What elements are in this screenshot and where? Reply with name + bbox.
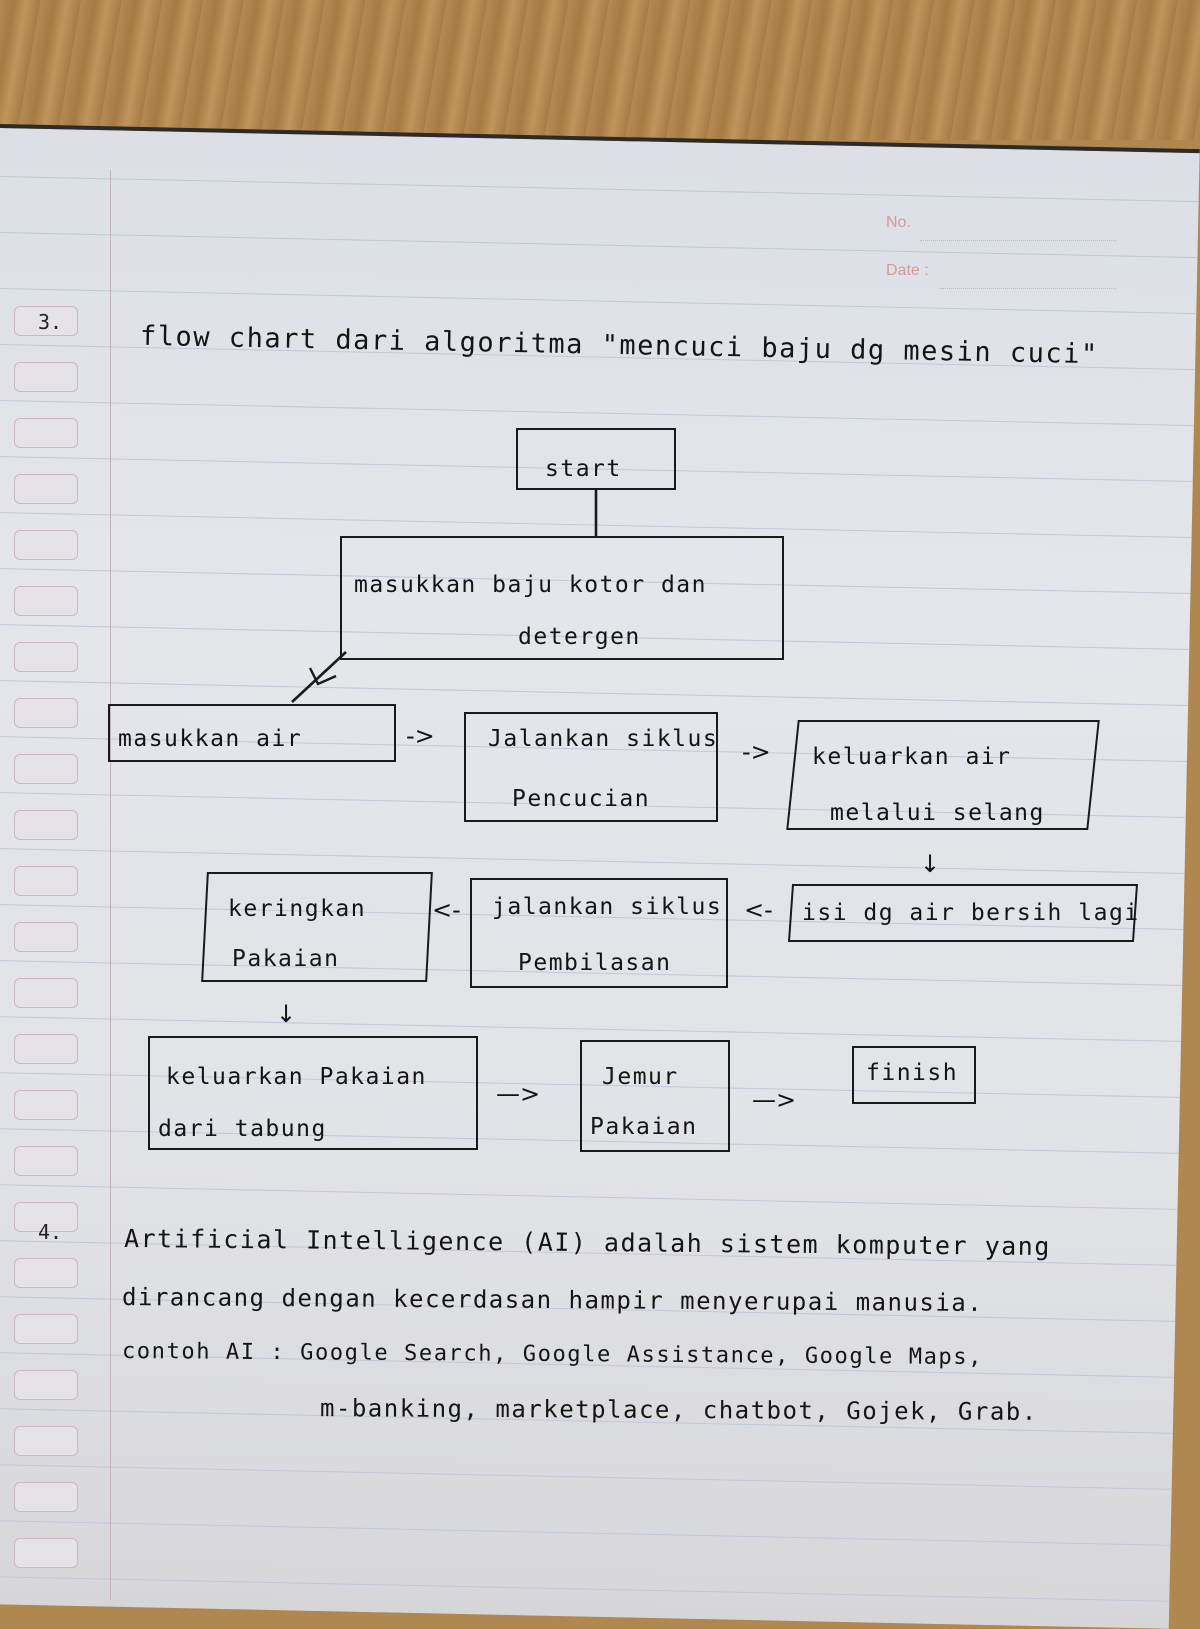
rinse-cycle-line1: jalankan siklus	[492, 894, 723, 920]
no-line	[920, 240, 1116, 241]
question-4-number: 4.	[38, 1220, 63, 1244]
start-box	[516, 428, 676, 490]
question-4-line-2: dirancang dengan kecerdasan hampir menye…	[121, 1282, 984, 1318]
dry-clothes-line1: keringkan	[228, 896, 367, 922]
no-label: No.	[886, 214, 911, 231]
arrow-long-right-2: —>	[752, 1086, 797, 1114]
insert-water-label: masukkan air	[118, 726, 303, 752]
remove-clothes-line2: dari tabung	[158, 1116, 327, 1142]
refill-water-label: isi dg air bersih lagi	[802, 900, 1140, 926]
hang-clothes-line1: Jemur	[602, 1064, 679, 1090]
wash-cycle-line1: Jalankan siklus	[488, 726, 719, 752]
dry-clothes-line2: Pakaian	[232, 946, 340, 972]
arrow-right-1: ->	[406, 722, 435, 750]
wash-cycle-line2: Pencucian	[512, 786, 651, 812]
rinse-cycle-box	[470, 878, 728, 988]
arrow-left-2: <-	[432, 896, 461, 924]
arrow-long-right-1: —>	[496, 1080, 541, 1108]
wooden-table-background	[0, 0, 1200, 140]
insert-water-box	[108, 704, 396, 762]
rinse-cycle-line2: Pembilasan	[518, 950, 672, 976]
arrow-down-2: ↓	[276, 1000, 297, 1028]
remove-clothes-line1: keluarkan Pakaian	[166, 1064, 427, 1090]
arrow-down-1: ↓	[920, 850, 941, 878]
diagonal-connector	[291, 651, 347, 703]
question-3-number: 3.	[38, 310, 63, 334]
drain-water-line2: melalui selang	[830, 800, 1045, 826]
date-line	[940, 288, 1116, 289]
remove-clothes-box	[148, 1036, 478, 1150]
finish-label: finish	[866, 1060, 959, 1086]
drain-water-line1: keluarkan air	[812, 744, 1012, 770]
insert-clothes-line1: masukkan baju kotor dan	[354, 572, 707, 598]
left-margin-line	[110, 170, 111, 1600]
start-label: start	[545, 456, 622, 482]
diagonal-arrowhead	[308, 667, 337, 686]
insert-clothes-box	[340, 536, 784, 660]
hang-clothes-line2: Pakaian	[590, 1114, 698, 1140]
arrow-left-1: <-	[744, 896, 773, 924]
hang-clothes-box	[580, 1040, 730, 1152]
date-label: Date :	[886, 262, 929, 279]
insert-clothes-line2: detergen	[518, 624, 641, 650]
question-4-line-4: m-banking, marketplace, chatbot, Gojek, …	[319, 1394, 1038, 1426]
wash-cycle-box	[464, 712, 718, 822]
arrow-right-2: ->	[742, 738, 771, 766]
finish-box	[852, 1046, 976, 1104]
